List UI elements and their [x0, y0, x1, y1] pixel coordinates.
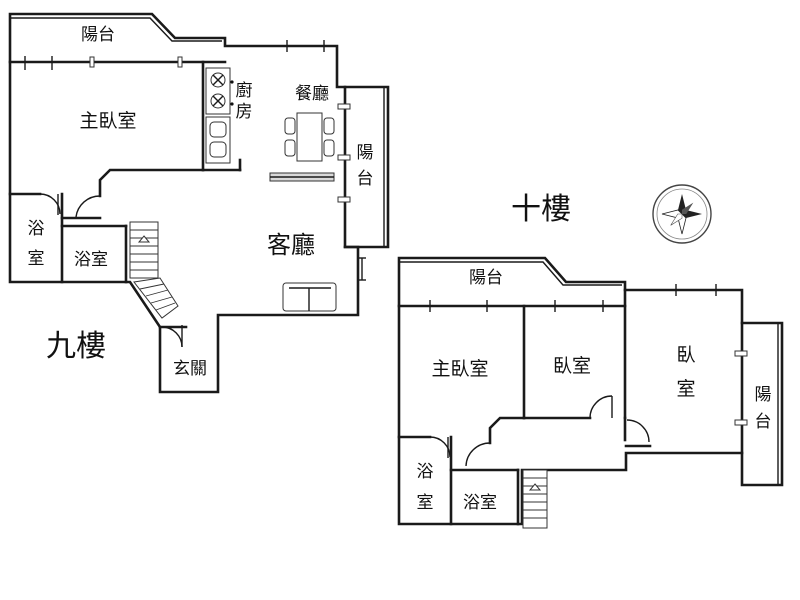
f10-balcony-right-label-2: 台 — [755, 412, 772, 432]
f9-bath-left-label-2: 室 — [28, 249, 45, 269]
compass-icon — [652, 184, 712, 244]
f10-balcony-top-label: 陽台 — [469, 268, 503, 288]
f10-bedroom-right-label-2: 室 — [676, 378, 695, 400]
f10-balcony-right-label-1: 陽 — [755, 385, 772, 405]
f9-balcony-right-label-2: 台 — [357, 169, 374, 189]
f9-bath-right-label: 浴室 — [74, 250, 108, 270]
f9-master-bedroom-label: 主臥室 — [79, 110, 136, 132]
dining-table — [296, 112, 323, 162]
f10-bath-left-label-1: 浴 — [417, 462, 434, 482]
f10-bedroom-right-label-1: 臥 — [676, 344, 695, 366]
f10-master-bedroom-label: 主臥室 — [431, 358, 488, 380]
f9-balcony-top-label: 陽台 — [81, 25, 115, 45]
staircase-10 — [522, 469, 548, 529]
floor-10-outer-wall — [397, 256, 744, 526]
f9-balcony-right-label-1: 陽 — [357, 143, 374, 163]
f9-kitchen-label-1: 廚 — [236, 80, 253, 101]
staircase — [129, 221, 159, 279]
f9-dining-label: 餐廳 — [295, 84, 329, 104]
floor-10-plan — [397, 256, 784, 529]
floor-9-title: 九樓 — [46, 329, 106, 364]
f10-bedroom-mid-label: 臥室 — [553, 355, 591, 377]
f9-kitchen-label-2: 房 — [236, 102, 253, 122]
floor-9-plan — [8, 12, 390, 394]
f9-bath-left-label-1: 浴 — [28, 219, 45, 239]
floor-10-title: 十樓 — [511, 192, 571, 227]
f10-bath-left-label-2: 室 — [417, 493, 434, 513]
f9-living-label: 客廳 — [267, 231, 315, 259]
f10-bath-right-label: 浴室 — [463, 493, 497, 513]
f9-entrance-label: 玄關 — [173, 359, 207, 379]
